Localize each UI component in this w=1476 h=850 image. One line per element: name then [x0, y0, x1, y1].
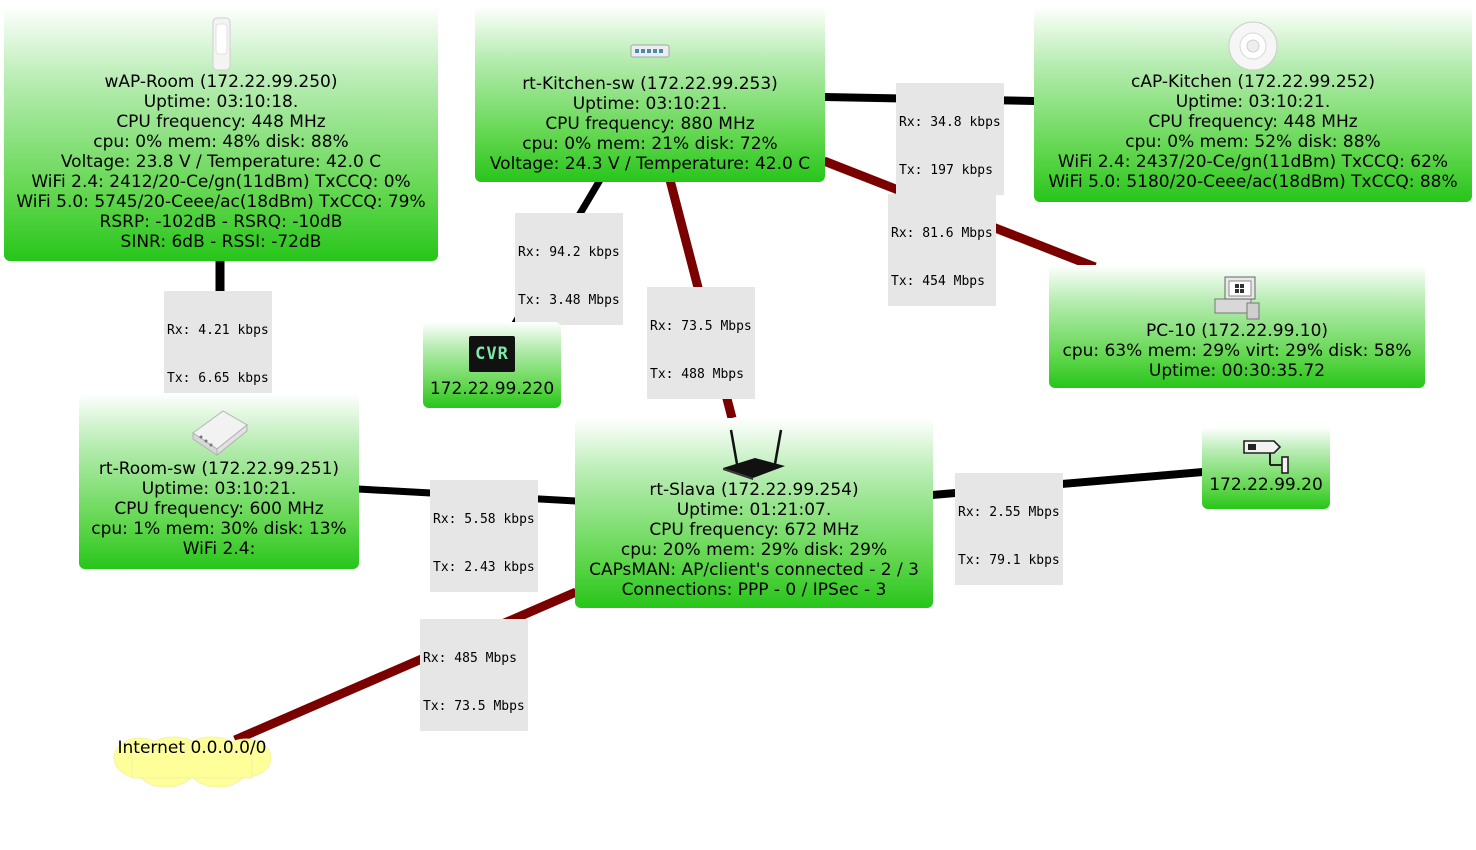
rx-rate: Rx: 2.55 Mbps: [958, 505, 1060, 520]
node-wifi-24: WiFi 2.4: 2437/20-Ce/gn(11dBm) TxCCQ: 62…: [1057, 152, 1449, 172]
tx-rate: Tx: 3.48 Mbps: [518, 293, 620, 308]
link-label-roomsw-slava: Rx: 5.58 kbps Tx: 2.43 kbps: [430, 480, 538, 592]
wap-device-icon: [212, 17, 231, 71]
node-wifi-24: WiFi 2.4:: [182, 539, 256, 559]
node-title: Internet: [117, 738, 186, 758]
rx-rate: Rx: 34.8 kbps: [899, 115, 1001, 130]
link-label-slava-camera: Rx: 2.55 Mbps Tx: 79.1 kbps: [955, 473, 1063, 585]
tx-rate: Tx: 79.1 kbps: [958, 553, 1060, 568]
node-uptime: Uptime: 03:10:21.: [141, 479, 297, 499]
rx-rate: Rx: 81.6 Mbps: [891, 226, 993, 241]
node-capsman: CAPsMAN: AP/client's connected - 2 / 3: [589, 560, 919, 580]
node-wap-room[interactable]: wAP-Room (172.22.99.250) Uptime: 03:10:1…: [4, 6, 438, 261]
tx-rate: Tx: 2.43 kbps: [433, 560, 535, 575]
node-cap-kitchen[interactable]: cAP-Kitchen (172.22.99.252) Uptime: 03:1…: [1034, 6, 1472, 202]
node-voltage: Voltage: 23.8 V / Temperature: 42.0 C: [60, 152, 382, 172]
node-resources: cpu: 0% mem: 48% disk: 88%: [93, 132, 349, 152]
link-label-wap-roomsw: Rx: 4.21 kbps Tx: 6.65 kbps: [164, 291, 272, 403]
pc-icon: [1214, 276, 1260, 320]
node-wifi-24: WiFi 2.4: 2412/20-Ce/gn(11dBm) TxCCQ: 0%: [31, 172, 411, 192]
node-pc-10[interactable]: PC-10 (172.22.99.10) cpu: 63% mem: 29% v…: [1049, 265, 1425, 388]
node-wifi-50: WiFi 5.0: 5745/20-Ceee/ac(18dBm) TxCCQ: …: [16, 192, 426, 212]
node-cpu-frequency: CPU frequency: 448 MHz: [1148, 112, 1358, 132]
node-title: wAP-Room (172.22.99.250): [104, 72, 338, 92]
link-slava-internet: [233, 587, 578, 745]
link-label-slava-internet: Rx: 485 Mbps Tx: 73.5 Mbps: [420, 619, 528, 731]
rx-rate: Rx: 94.2 kbps: [518, 245, 620, 260]
node-uptime: Uptime: 01:21:07.: [676, 500, 832, 520]
tx-rate: Tx: 197 kbps: [899, 163, 993, 178]
node-uptime: Uptime: 03:10:21.: [1175, 92, 1331, 112]
node-ip: 0.0.0.0/0: [190, 738, 267, 758]
node-cpu-frequency: CPU frequency: 600 MHz: [114, 499, 324, 519]
node-camera[interactable]: 172.22.99.20: [1202, 427, 1330, 509]
router-board-icon: [192, 410, 248, 457]
cap-device-icon: [1228, 21, 1278, 71]
node-connections: Connections: PPP - 0 / IPSec - 3: [621, 580, 887, 600]
node-wifi-50: WiFi 5.0: 5180/20-Ceee/ac(18dBm) TxCCQ: …: [1048, 172, 1458, 192]
link-label-kitchen-cap: Rx: 34.8 kbps Tx: 197 kbps: [896, 83, 1004, 195]
node-ip: 172.22.99.220: [429, 379, 555, 399]
node-title: cAP-Kitchen (172.22.99.252): [1131, 72, 1375, 92]
link-label-kitchen-slava: Rx: 73.5 Mbps Tx: 488 Mbps: [647, 287, 755, 399]
node-resources: cpu: 1% mem: 30% disk: 13%: [91, 519, 347, 539]
node-title: PC-10 (172.22.99.10): [1145, 321, 1329, 341]
cvr-icon: CVR: [469, 336, 515, 372]
node-resources: cpu: 0% mem: 52% disk: 88%: [1125, 132, 1381, 152]
node-uptime: Uptime: 03:10:21.: [572, 94, 728, 114]
tx-rate: Tx: 488 Mbps: [650, 367, 744, 382]
node-rt-room-sw[interactable]: rt-Room-sw (172.22.99.251) Uptime: 03:10…: [79, 393, 359, 569]
rx-rate: Rx: 4.21 kbps: [167, 323, 269, 338]
camera-icon: [1243, 440, 1289, 474]
node-ip: 172.22.99.20: [1209, 475, 1323, 495]
node-resources: cpu: 63% mem: 29% virt: 29% disk: 58%: [1062, 341, 1412, 361]
node-title: rt-Slava (172.22.99.254): [649, 480, 859, 500]
tx-rate: Tx: 73.5 Mbps: [423, 699, 525, 714]
node-cpu-frequency: CPU frequency: 880 MHz: [545, 114, 755, 134]
tx-rate: Tx: 454 Mbps: [891, 274, 985, 289]
node-cvr[interactable]: CVR 172.22.99.220: [423, 322, 561, 408]
rx-rate: Rx: 5.58 kbps: [433, 512, 535, 527]
node-title: rt-Room-sw (172.22.99.251): [98, 459, 340, 479]
node-cpu-frequency: CPU frequency: 672 MHz: [649, 520, 859, 540]
node-resources: cpu: 20% mem: 29% disk: 29%: [620, 540, 888, 560]
node-rt-kitchen-sw[interactable]: rt-Kitchen-sw (172.22.99.253) Uptime: 03…: [475, 6, 825, 182]
rx-rate: Rx: 485 Mbps: [423, 651, 517, 666]
node-cpu-frequency: CPU frequency: 448 MHz: [116, 112, 326, 132]
link-label-kitchen-cvr: Rx: 94.2 kbps Tx: 3.48 Mbps: [515, 213, 623, 325]
switch-device-icon: [630, 44, 670, 58]
node-sinr: SINR: 6dB - RSSI: -72dB: [120, 232, 322, 252]
node-voltage: Voltage: 24.3 V / Temperature: 42.0 C: [489, 154, 811, 174]
link-label-kitchen-pc: Rx: 81.6 Mbps Tx: 454 Mbps: [888, 194, 996, 306]
rx-rate: Rx: 73.5 Mbps: [650, 319, 752, 334]
node-rt-slava[interactable]: rt-Slava (172.22.99.254) Uptime: 01:21:0…: [575, 418, 933, 608]
node-rsrp: RSRP: -102dB - RSRQ: -10dB: [99, 212, 343, 232]
node-uptime: Uptime: 00:30:35.72: [1148, 361, 1326, 381]
tx-rate: Tx: 6.65 kbps: [167, 371, 269, 386]
node-resources: cpu: 0% mem: 21% disk: 72%: [522, 134, 778, 154]
router-antenna-icon: [723, 429, 785, 480]
node-uptime: Uptime: 03:10:18.: [143, 92, 299, 112]
node-internet[interactable]: Internet 0.0.0.0/0: [112, 738, 272, 758]
node-title: rt-Kitchen-sw (172.22.99.253): [522, 74, 778, 94]
cloud-icon: [113, 736, 272, 788]
